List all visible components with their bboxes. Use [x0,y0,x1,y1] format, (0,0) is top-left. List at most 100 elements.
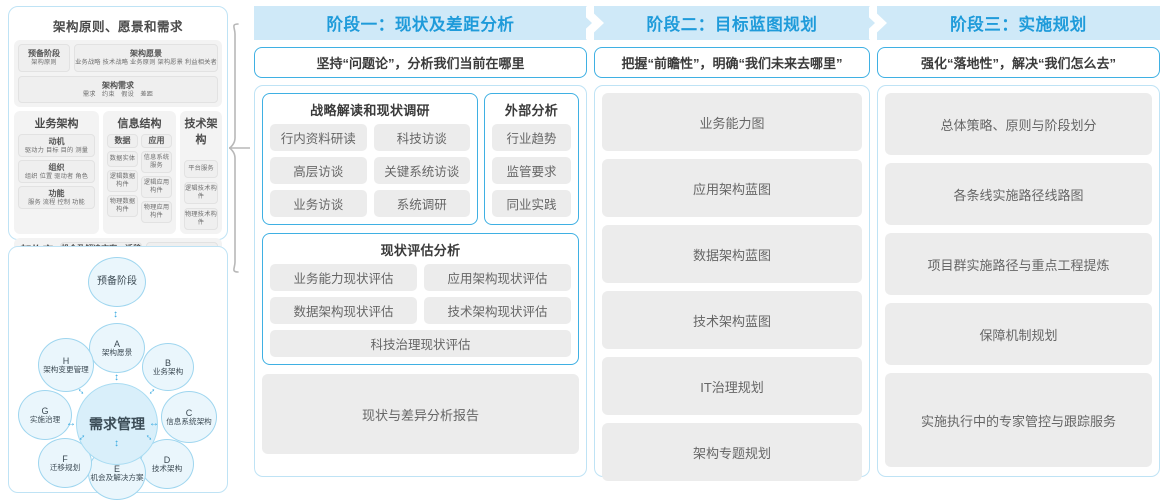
phase-2-subtitle: 把握“前瞻性”，明确“我们未来去哪里” [594,47,870,78]
chip-item[interactable]: 技术架构现状评估 [424,297,571,324]
arrow-b-center: ↕ [146,385,158,398]
phase-3-item-list: 总体策略、原则与阶段划分 各条线实施路径线路图 项目群实施路径与重点工程提炼 保… [885,93,1152,467]
left-panel: 架构原则、愿景和需求 预备阶段 架构原则 架构愿景 业务战略 技术战略 业务原则… [8,6,230,500]
organization-block: 组织 组织 位置 驱动者 角色 [18,160,95,183]
prelim-phase-block: 预备阶段 架构原则 [18,44,70,72]
phase-3: 阶段三：实施规划 强化“落地性”，解决“我们怎么去” 总体策略、原则与阶段划分 … [877,6,1160,477]
chip-row: 高层访谈 关键系统访谈 [270,157,470,184]
arrow-a-center: ↕ [114,372,119,383]
chip-item[interactable]: 数据架构现状评估 [270,297,417,324]
chip-row: 科技治理现状评估 [270,330,571,357]
phase-1-subtitle: 坚持“问题论”，分析我们当前在哪里 [254,47,587,78]
phase-1-header[interactable]: 阶段一：现状及差距分析 [254,6,604,40]
chip-row: 数据架构现状评估 技术架构现状评估 [270,297,571,324]
phase-3-body: 总体策略、原则与阶段划分 各条线实施路径线路图 项目群实施路径与重点工程提炼 保… [877,85,1160,477]
physical-data-component-block: 物理数据构件 [107,195,138,217]
adm-cycle: 预备阶段 ↕ A 架构愿景 B 业务架构 C 信息系统架构 D 技术架构 [9,247,227,500]
physical-application-component-block: 物理应用构件 [141,201,172,223]
phase-2: 阶段二：目标蓝图规划 把握“前瞻性”，明确“我们未来去哪里” 业务能力图 应用架… [594,6,887,481]
chip-item[interactable]: 科技治理现状评估 [270,330,571,357]
arrow-c-center: ↔ [149,418,159,429]
list-item[interactable]: 业务能力图 [602,93,862,151]
phase-3-subtitle: 强化“落地性”，解决“我们怎么去” [877,47,1160,78]
adm-node-prelim: 预备阶段 [88,257,146,307]
chevron-right-icon-2 [869,6,887,40]
chip-item[interactable]: 应用架构现状评估 [424,264,571,291]
data-subcolumn: 数据 数据实体 逻辑数据构件 物理数据构件 [107,134,138,223]
chip-item[interactable]: 行业趋势 [492,124,571,151]
arrow-e-center: ↕ [114,438,119,449]
chip-item[interactable]: 业务能力现状评估 [270,264,417,291]
list-item[interactable]: 各条线实施路径线路图 [885,163,1152,225]
phase-1: 阶段一：现状及差距分析 坚持“问题论”，分析我们当前在哪里 战略解读和现状调研 … [254,6,604,477]
adm-node-requirements-management: 需求管理 [76,383,158,465]
adm-node-b: B 业务架构 [142,343,194,391]
chip-item[interactable]: 科技访谈 [373,124,470,151]
list-item[interactable]: 保障机制规划 [885,303,1152,365]
phase-2-body: 业务能力图 应用架构蓝图 数据架构蓝图 技术架构蓝图 IT治理规划 架构专题规划 [594,85,870,481]
application-subcolumn: 应用 信息系统服务 逻辑应用构件 物理应用构件 [141,134,172,223]
function-block: 功能 服务 流程 控制 功能 [18,186,95,209]
chip-item[interactable]: 同业实践 [492,190,571,217]
logical-technology-component-block: 逻辑技术构件 [184,182,218,204]
chip-row: 业务能力现状评估 应用架构现状评估 [270,264,571,291]
framework-requirements-section: 预备阶段 架构原则 架构愿景 业务战略 技术战略 业务原则 架构愿景 利益相关者… [14,40,222,107]
chip-row: 行内资料研读 科技访谈 [270,124,470,151]
chip-item[interactable]: 关键系统访谈 [373,157,470,184]
motivation-block: 动机 驱动力 目标 目的 测量 [18,134,95,157]
adm-node-a: A 架构愿景 [89,323,145,373]
arrow-g-center: ↔ [66,418,76,429]
list-item[interactable]: 实施执行中的专家管控与跟踪服务 [885,373,1152,467]
chip-row: 监管要求 [492,157,571,184]
adm-node-h: H 架构变更管理 [38,338,94,392]
chip-item[interactable]: 行内资料研读 [270,124,367,151]
chip-row: 同业实践 [492,190,571,217]
logical-application-component-block: 逻辑应用构件 [141,176,172,198]
list-item[interactable]: 技术架构蓝图 [602,291,862,349]
list-item[interactable]: 项目群实施路径与重点工程提炼 [885,233,1152,295]
chip-row: 行业趋势 [492,124,571,151]
physical-technology-component-block: 物理技术构件 [184,208,218,230]
phase-3-header[interactable]: 阶段三：实施规划 [877,6,1160,40]
framework-domain-columns: 业务架构 动机 驱动力 目标 目的 测量 组织 组织 位置 驱动者 角色 功能 … [14,111,222,234]
logical-data-component-block: 逻辑数据构件 [107,170,138,192]
framework-title: 架构原则、愿景和需求 [52,20,183,34]
phase-2-header-label: 阶段二：目标蓝图规划 [646,16,818,34]
chip-item[interactable]: 高层访谈 [270,157,367,184]
external-analysis-group: 外部分析 行业趋势 监管要求 同业实践 [484,93,579,225]
data-entity-block: 数据实体 [107,151,138,167]
business-architecture-column: 业务架构 动机 驱动力 目标 目的 测量 组织 组织 位置 驱动者 角色 功能 … [14,111,99,234]
phase-2-item-list: 业务能力图 应用架构蓝图 数据架构蓝图 技术架构蓝图 IT治理规划 架构专题规划 [602,93,862,481]
data-head: 数据 [107,134,138,148]
adm-node-c: C 信息系统架构 [161,391,217,443]
current-state-assessment-group: 现状评估分析 业务能力现状评估 应用架构现状评估 数据架构现状评估 技术架构现状… [262,233,579,365]
phase-1-report[interactable]: 现状与差异分析报告 [262,374,579,454]
togaf-content-framework-card: 架构原则、愿景和需求 预备阶段 架构原则 架构愿景 业务战略 技术战略 业务原则… [8,6,228,277]
information-structure-column: 信息结构 数据 数据实体 逻辑数据构件 [103,111,176,234]
chevron-right-icon-1 [586,6,604,40]
chip-item[interactable]: 监管要求 [492,157,571,184]
phase-1-header-label: 阶段一：现状及差距分析 [326,16,515,34]
phase-1-research-row: 战略解读和现状调研 行内资料研读 科技访谈 高层访谈 关键系统访谈 业务访谈 系… [262,93,579,225]
chip-row: 业务访谈 系统调研 [270,190,470,217]
list-item[interactable]: 数据架构蓝图 [602,225,862,283]
phase-1-body: 战略解读和现状调研 行内资料研读 科技访谈 高层访谈 关键系统访谈 业务访谈 系… [254,85,587,477]
information-system-service-block: 信息系统服务 [141,151,172,173]
list-item[interactable]: 应用架构蓝图 [602,159,862,217]
arrow-prelim-to-a: ↕ [113,309,118,320]
application-head: 应用 [141,134,172,148]
phase-2-header[interactable]: 阶段二：目标蓝图规划 [594,6,887,40]
list-item[interactable]: IT治理规划 [602,357,862,415]
list-item[interactable]: 架构专题规划 [602,423,862,481]
platform-service-block: 平台服务 [184,160,218,178]
grouping-brace [228,22,254,274]
arrow-h-center: ↕ [75,385,87,398]
chip-item[interactable]: 系统调研 [373,190,470,217]
chip-item[interactable]: 业务访谈 [270,190,367,217]
technology-architecture-column: 技术架构 平台服务 逻辑技术构件 物理技术构件 [180,111,222,234]
phase-3-header-label: 阶段三：实施规划 [950,16,1087,34]
adm-node-g: G 实施治理 [18,390,72,440]
adm-cycle-card: 预备阶段 ↕ A 架构愿景 B 业务架构 C 信息系统架构 D 技术架构 [8,246,228,500]
architecture-vision-block: 架构愿景 业务战略 技术战略 业务原则 架构愿景 利益相关者 [74,44,218,72]
list-item[interactable]: 总体策略、原则与阶段划分 [885,93,1152,155]
